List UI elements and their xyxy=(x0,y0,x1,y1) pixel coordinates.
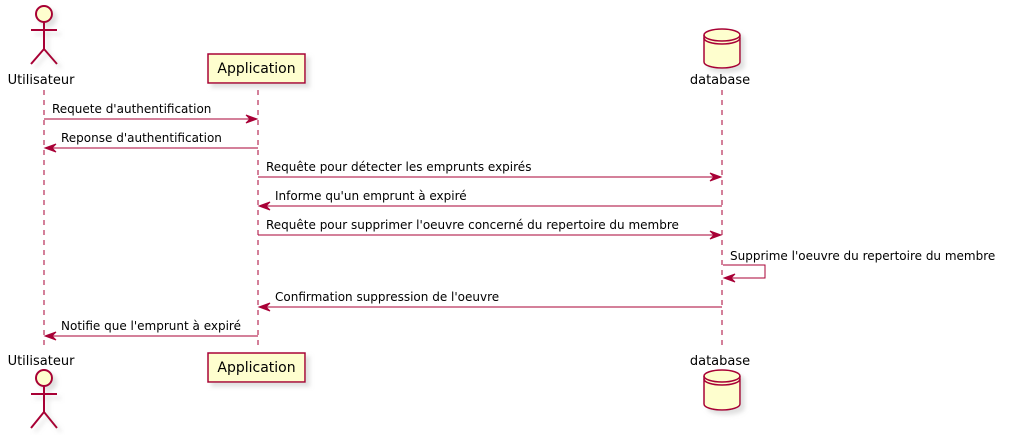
message-label: Informe qu'un emprunt à expiré xyxy=(275,189,467,203)
arrow-head xyxy=(245,114,259,124)
arrow-head xyxy=(257,201,271,211)
message-label: Requete d'authentification xyxy=(52,102,211,116)
message-2: Reponse d'authentification xyxy=(43,131,258,153)
participant-box-bottom: Application xyxy=(207,352,306,383)
message-3: Requête pour détecter les emprunts expir… xyxy=(258,160,723,182)
actor-icon-bottom xyxy=(30,369,58,429)
arrow-head xyxy=(709,230,723,240)
arrow-head xyxy=(709,172,723,182)
actor-label-bottom: Utilisateur xyxy=(8,354,76,369)
participant-box-top: Application xyxy=(207,53,306,84)
arrow-head xyxy=(722,273,736,283)
arrow-head xyxy=(43,143,57,153)
message-5: Requête pour supprimer l'oeuvre concerné… xyxy=(258,218,723,240)
message-4: Informe qu'un emprunt à expiré xyxy=(257,189,722,211)
actor-label-top: Utilisateur xyxy=(8,73,76,88)
database-icon-top xyxy=(703,28,741,69)
message-1: Requete d'authentification xyxy=(44,102,259,124)
message-label: Notifie que l'emprunt à expiré xyxy=(61,319,241,333)
message-6: Supprime l'oeuvre du repertoire du membr… xyxy=(722,249,995,283)
actor-icon-top xyxy=(30,5,58,65)
participant-label-top: Application xyxy=(217,61,295,77)
message-label: Requête pour détecter les emprunts expir… xyxy=(266,160,531,174)
message-arrow xyxy=(723,264,766,279)
message-7: Confirmation suppression de l'oeuvre xyxy=(257,290,722,312)
database-icon-bottom xyxy=(703,369,741,411)
database-label-bottom: database xyxy=(690,354,750,369)
arrow-head xyxy=(43,331,57,341)
message-8: Notifie que l'emprunt à expiré xyxy=(43,319,258,341)
message-label: Supprime l'oeuvre du repertoire du membr… xyxy=(730,249,995,263)
database-label-top: database xyxy=(690,73,750,88)
participant-label-bottom: Application xyxy=(217,360,295,376)
arrow-head xyxy=(257,302,271,312)
message-label: Requête pour supprimer l'oeuvre concerné… xyxy=(266,218,679,232)
message-label: Confirmation suppression de l'oeuvre xyxy=(275,290,499,304)
message-label: Reponse d'authentification xyxy=(61,131,222,145)
